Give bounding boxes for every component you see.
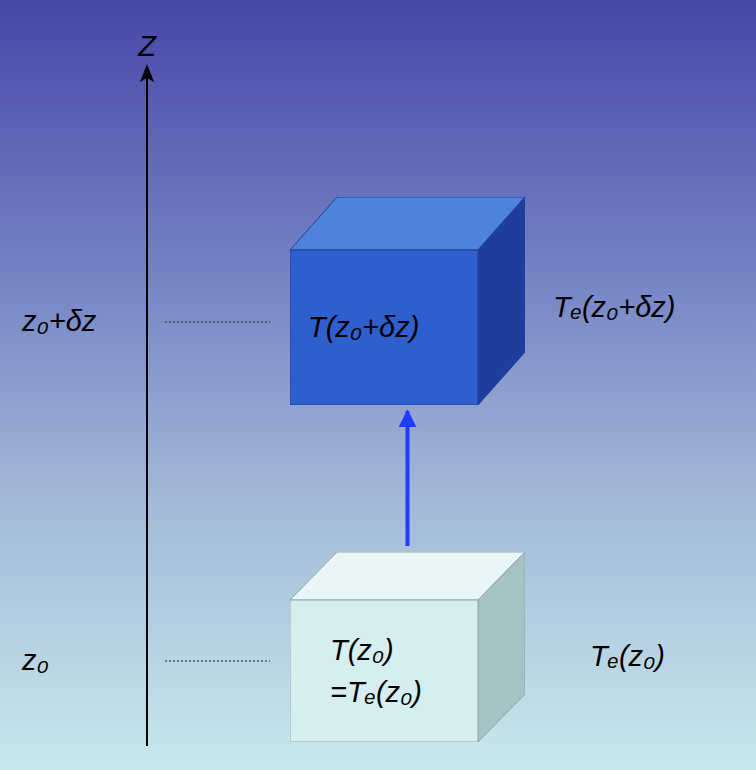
cube-shape	[290, 197, 525, 405]
cube-front-face	[290, 600, 478, 742]
cube-shape	[290, 552, 525, 742]
air-parcel-cube: T(z₀+δz)	[290, 197, 525, 405]
parcel-temperature: T(z₀) =Tₑ(z₀)	[330, 629, 460, 713]
cube-side-face	[478, 552, 525, 742]
air-parcel-cube: T(z₀) =Tₑ(z₀)	[290, 552, 525, 742]
z-axis	[146, 78, 148, 746]
axis-arrowhead	[140, 64, 154, 82]
height-label: z₀+δz	[22, 304, 96, 339]
height-label: z₀	[22, 643, 49, 678]
environment-label: Tₑ(z₀+δz)	[553, 290, 676, 325]
cube-front-face	[290, 250, 478, 405]
parcel-temperature: T(z₀+δz)	[308, 306, 419, 348]
rise-arrow	[406, 411, 410, 546]
environment-label: Tₑ(z₀)	[590, 639, 665, 674]
level-line	[165, 661, 270, 662]
cube-side-face	[478, 197, 525, 405]
axis-label: Z	[138, 29, 156, 64]
level-line	[165, 322, 270, 323]
